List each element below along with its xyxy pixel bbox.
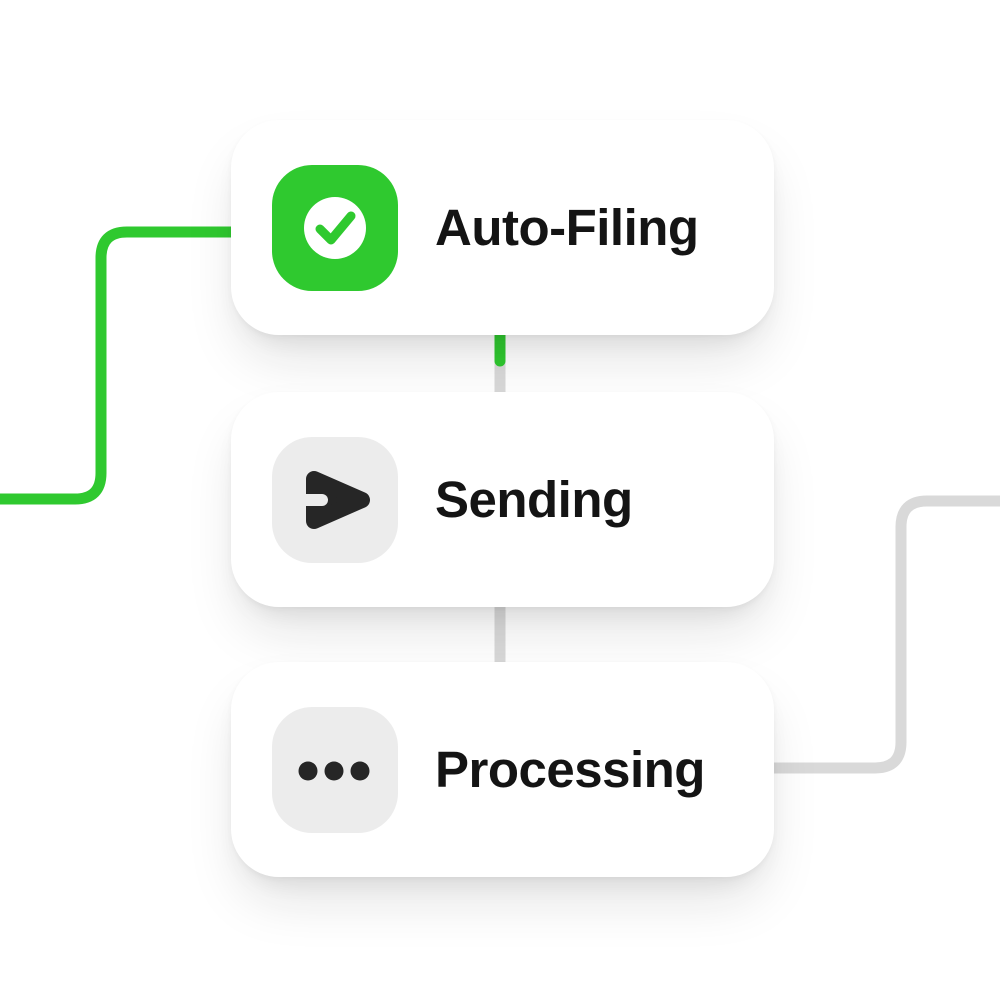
node-label-processing: Processing [435,741,705,798]
node-card-processing[interactable]: Processing [231,662,774,877]
node-card-auto-filing[interactable]: Auto-Filing [231,120,774,335]
connector-inbound-left-green [0,226,240,505]
node-label-auto-filing: Auto-Filing [435,199,699,256]
connector-outbound-right-gray [770,495,1000,774]
ellipsis-icon [272,706,398,833]
node-label-sending: Sending [435,471,633,528]
node-card-sending[interactable]: Sending [231,392,774,607]
check-circle-icon [272,164,398,291]
send-arrow-icon [272,436,398,563]
